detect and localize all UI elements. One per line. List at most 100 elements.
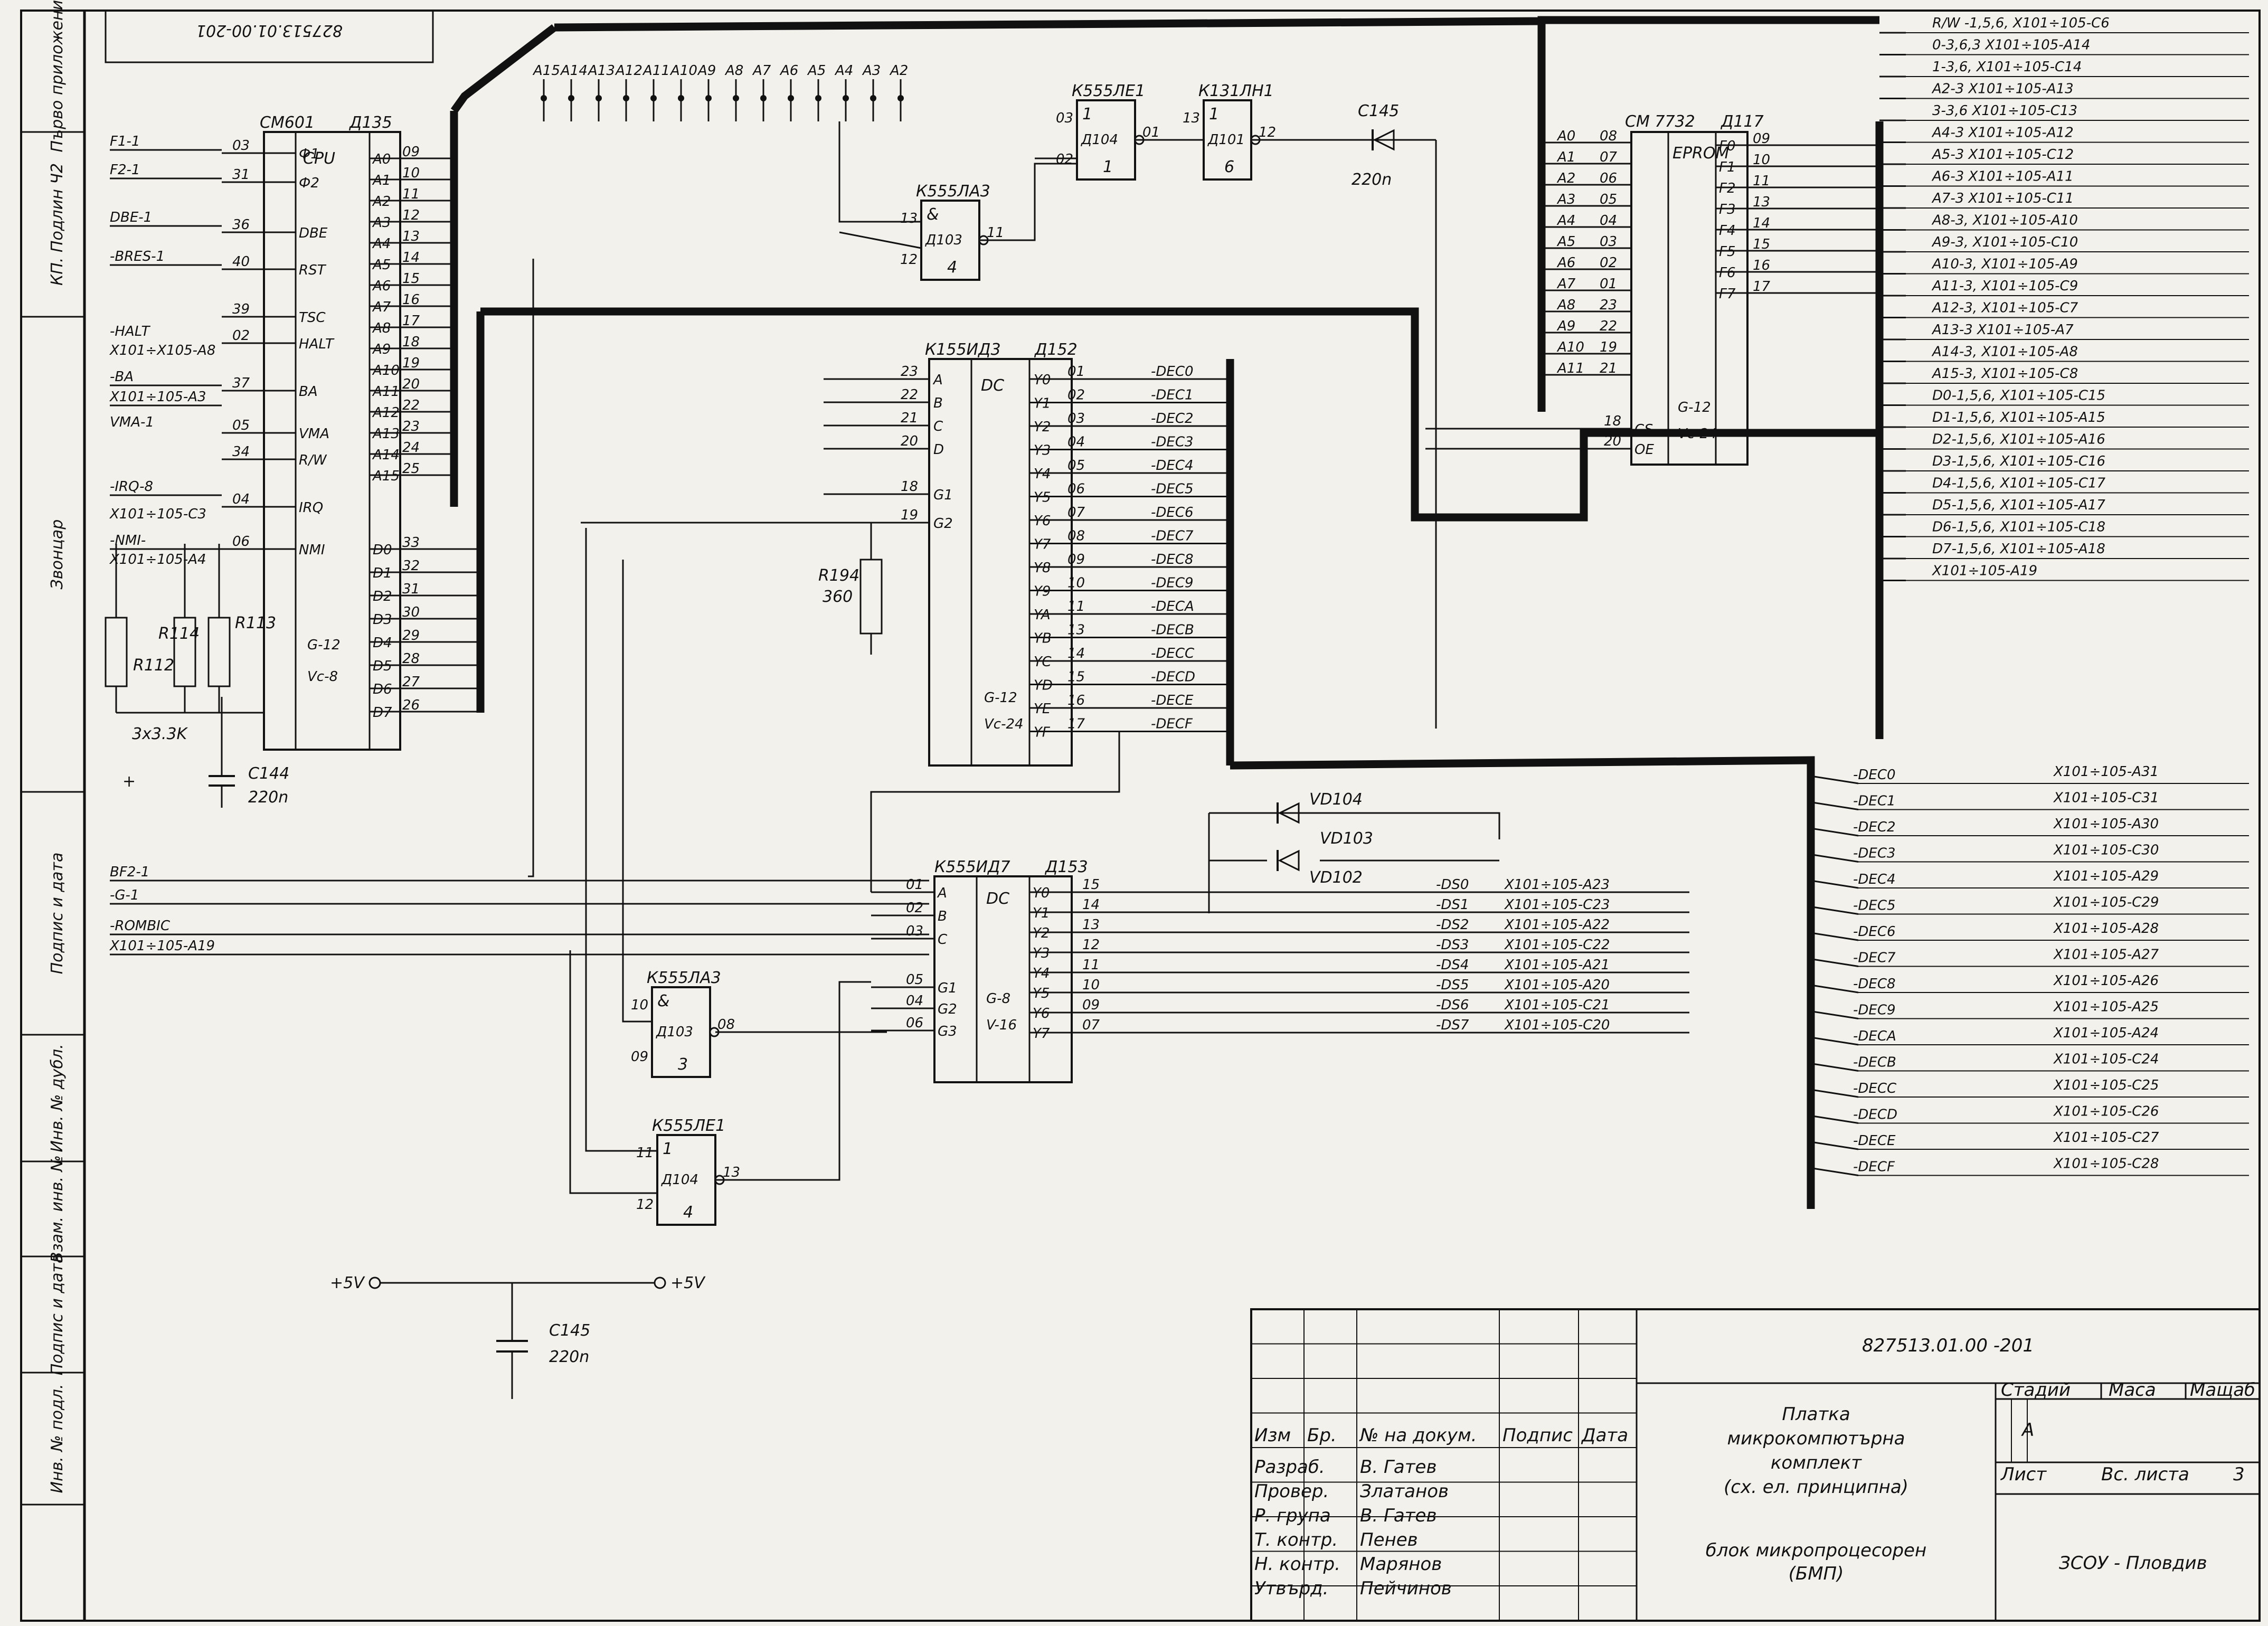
junction-dot <box>870 95 876 101</box>
decoder-out-name: Y7 <box>1034 537 1051 553</box>
dec-net-connector: X101÷105-C30 <box>2053 843 2159 858</box>
cpu-pin-name: Ф2 <box>299 175 319 191</box>
dec-net-connector: X101÷105-A26 <box>2053 973 2159 989</box>
bus-label: A9 <box>697 63 716 79</box>
decoder-in-name: G2 <box>933 516 953 532</box>
gate-wire <box>838 121 921 223</box>
dec-net-label: -DECB <box>1853 1055 1896 1071</box>
cpu-addr-name: A7 <box>372 299 391 315</box>
gate-pin: 08 <box>717 1017 735 1033</box>
cpu-pin-name: Ф1 <box>299 146 319 162</box>
eprom-data-number: 16 <box>1753 258 1770 273</box>
eprom-addr-number: 19 <box>1600 339 1617 355</box>
gate-pin: 12 <box>900 252 918 268</box>
bus-main <box>480 307 1879 522</box>
decoder-out-name: Y0 <box>1034 372 1051 388</box>
gate-pin: 13 <box>1183 110 1200 126</box>
dec-net-label: -DEC9 <box>1853 1003 1896 1018</box>
eprom-addr-number: 06 <box>1600 171 1617 186</box>
cpu-addr-name: A12 <box>372 405 400 421</box>
cpu-addr-number: 12 <box>402 207 420 223</box>
bus-label: A6 <box>779 63 798 79</box>
ds-net-label: -DS3 <box>1436 937 1469 953</box>
left-net-label: -ROMBIC <box>110 918 171 934</box>
ds-net-connector: X101÷105-A21 <box>1504 957 1610 973</box>
dec-entry <box>1810 984 1859 994</box>
gate-wire <box>870 731 1120 892</box>
left-net-label: F2-1 <box>110 162 140 178</box>
eprom-data-number: 10 <box>1753 152 1770 168</box>
junction-dot <box>733 95 739 101</box>
cpu-pin-number: 03 <box>232 138 250 154</box>
decoder-in-number: 04 <box>906 993 923 1009</box>
cpu-addr-number: 16 <box>402 292 420 308</box>
right-net-label: D3-1,5,6, X101÷105-C16 <box>1932 453 2105 469</box>
right-net-label: A14-3, X101÷105-A8 <box>1931 344 2078 360</box>
eprom-type: СМ 7732 <box>1625 112 1695 131</box>
gate-pin: 12 <box>636 1197 654 1213</box>
eprom-data-name: F2 <box>1719 181 1736 196</box>
decoder-out-number: 05 <box>1067 458 1085 474</box>
dec-entry <box>1810 854 1859 863</box>
role-label: Утвърд. <box>1254 1578 1328 1599</box>
decoder-out-number: 15 <box>1067 669 1085 685</box>
role-label: Провер. <box>1254 1481 1329 1502</box>
bus-label: A11 <box>642 63 670 79</box>
header-scale: Мащаб <box>2190 1379 2255 1401</box>
cpu-power-vcc: Vc-8 <box>307 669 338 685</box>
decoder-d153-ref: Д153 <box>1044 858 1088 876</box>
bus-label: A2 <box>889 63 908 79</box>
decoder-out-name: Y7 <box>1033 1026 1050 1042</box>
eprom-addr-number: 21 <box>1600 361 1617 376</box>
cpu-addr-name: A6 <box>372 278 391 294</box>
decoder-d153-func: DC <box>986 890 1009 908</box>
right-net-label: D0-1,5,6, X101÷105-C15 <box>1932 388 2105 404</box>
cpu-pin-name: IRQ <box>299 500 323 516</box>
cpu-data-name: D1 <box>373 565 392 581</box>
gate-pin: 13 <box>900 211 918 226</box>
cpu-addr-name: A4 <box>372 236 391 252</box>
dec-net-connector: X101÷105-A24 <box>2053 1025 2159 1041</box>
title-line: (сх. ел. принципна) <box>1724 1477 1908 1498</box>
junction-dot <box>568 95 574 101</box>
eprom-data-number: 13 <box>1753 194 1770 210</box>
ds-net-label: -DS5 <box>1436 977 1469 993</box>
decoder-in-name: G3 <box>938 1024 957 1039</box>
dec-entry <box>1810 880 1859 889</box>
dec-net-label: -DEC5 <box>1853 898 1896 914</box>
dec-net-label: -DEC6 <box>1853 924 1896 940</box>
cpu-power-gnd: G-12 <box>307 637 341 653</box>
eprom-addr-number: 23 <box>1600 297 1617 313</box>
bus-top <box>554 16 1879 32</box>
decoder-out-net: -DEC9 <box>1151 575 1194 591</box>
dec-net-label: -DECA <box>1853 1028 1896 1044</box>
gate-pin: 13 <box>723 1165 740 1180</box>
decoder-in-number: 21 <box>901 410 918 426</box>
cpu-addr-number: 13 <box>402 229 420 244</box>
dec-entry <box>1810 1089 1859 1098</box>
eprom-data-number: 11 <box>1753 173 1770 189</box>
dec-net-connector: X101÷105-C27 <box>2053 1130 2159 1146</box>
gate-wire <box>622 560 652 1023</box>
gate-section: 4 <box>947 258 957 277</box>
gate-pin: 02 <box>1056 152 1073 167</box>
right-net-label: D1-1,5,6, X101÷105-A15 <box>1932 410 2105 426</box>
decoder-power-gnd: G-8 <box>986 991 1010 1007</box>
junction-dot <box>623 95 629 101</box>
cpu-addr-number: 20 <box>402 376 420 392</box>
left-net-label: BF2-1 <box>110 864 149 880</box>
left-net-label: X101÷X105-A8 <box>109 343 215 358</box>
gate-ref: Д104 <box>661 1172 698 1188</box>
left-net-label: -NMI- <box>110 533 146 549</box>
decoder-in-number: 22 <box>901 387 918 403</box>
gate-ref: Д104 <box>1081 132 1118 148</box>
decoder-out-number: 11 <box>1067 599 1085 615</box>
right-net-label: A15-3, X101÷105-C8 <box>1931 366 2078 382</box>
decoder-out-number: 17 <box>1067 716 1085 732</box>
decoder-in-name: G1 <box>938 980 957 996</box>
gate-type: К555ЛЕ1 <box>652 1117 725 1135</box>
decoder-power-vcc: V-16 <box>986 1017 1017 1033</box>
dec-entry <box>1810 801 1859 810</box>
junction-dot <box>788 95 794 101</box>
